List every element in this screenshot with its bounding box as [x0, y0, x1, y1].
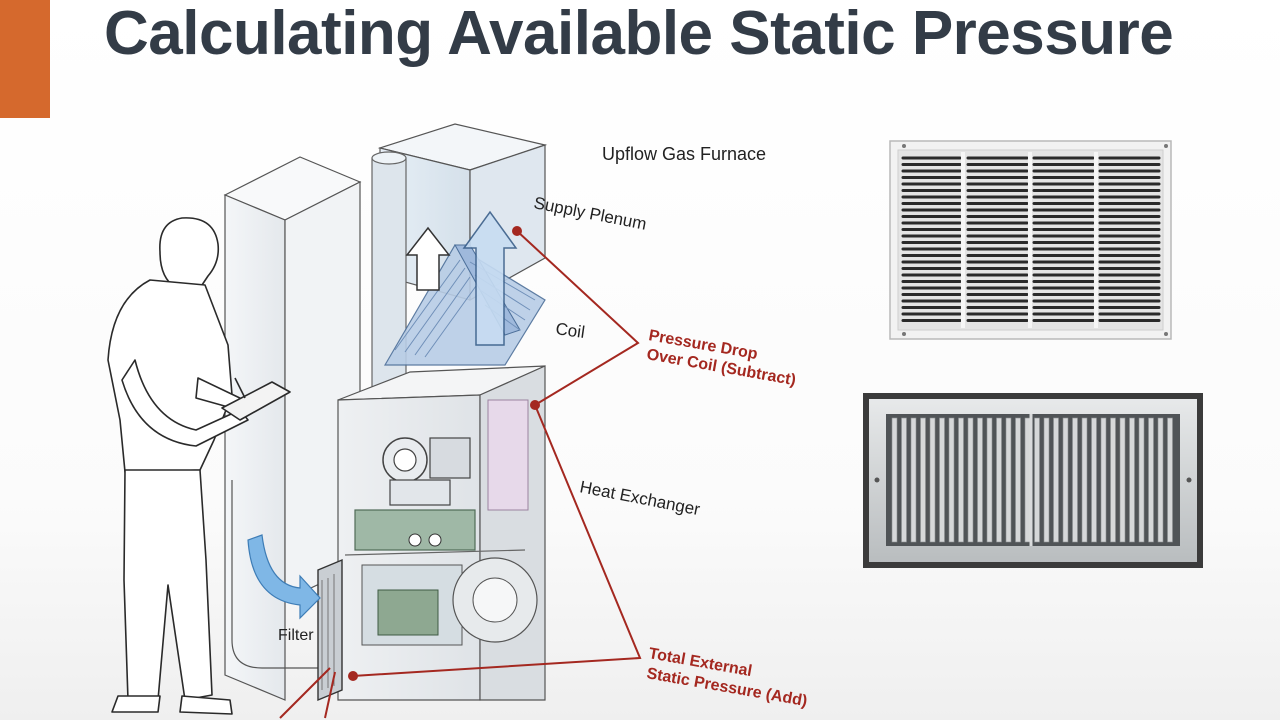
register-blade: [901, 417, 907, 543]
callout-dots: [348, 226, 540, 681]
register-blade: [1024, 417, 1031, 543]
burner-assembly: [354, 437, 476, 551]
airflow-up-arrows: [405, 210, 518, 346]
register-blade: [948, 417, 955, 543]
callout-lines: [279, 230, 642, 719]
register-blade: [1053, 417, 1059, 543]
register-blade: [1148, 417, 1154, 543]
register-blade: [1043, 417, 1050, 543]
register-blade: [1167, 417, 1173, 543]
register-blade: [996, 417, 1002, 543]
slide-title: Calculating Available Static Pressure: [104, 0, 1174, 68]
register-blade: [1119, 417, 1126, 543]
register-blade: [967, 417, 974, 543]
register-blade: [977, 417, 983, 543]
register-blade: [920, 417, 926, 543]
supply-plenum-label: Supply Plenum: [532, 193, 648, 233]
register-blade: [1091, 417, 1097, 543]
supply-register-photo: [863, 393, 1203, 568]
register-blade: [1072, 417, 1078, 543]
register-blade: [1157, 417, 1164, 543]
furnace-type-label: Upflow Gas Furnace: [602, 144, 766, 164]
register-blade: [1005, 417, 1012, 543]
coil-label: Coil: [554, 319, 586, 342]
accent-bar: [0, 0, 50, 118]
register-blade: [939, 417, 945, 543]
register-blade: [910, 417, 917, 543]
register-blade: [1110, 417, 1116, 543]
register-blade: [958, 417, 964, 543]
register-blade: [1129, 417, 1135, 543]
register-blade: [929, 417, 936, 543]
register-blade: [1015, 417, 1021, 543]
return-grille-photo: [889, 140, 1172, 340]
filter-label: Filter: [278, 627, 314, 644]
register-blade: [1100, 417, 1107, 543]
heat-exchanger-label: Heat Exchanger: [578, 477, 702, 519]
return-air-arrow: [247, 534, 321, 620]
register-blade: [1062, 417, 1069, 543]
blower-compartment: [361, 557, 538, 646]
register-blade: [986, 417, 993, 543]
register-blade: [1138, 417, 1145, 543]
register-blade: [1081, 417, 1088, 543]
filter-slot: [317, 558, 343, 702]
flue-pipe: [371, 151, 407, 409]
register-blade: [1034, 417, 1040, 543]
technician-figure: [107, 217, 291, 715]
register-blade: [891, 417, 898, 543]
